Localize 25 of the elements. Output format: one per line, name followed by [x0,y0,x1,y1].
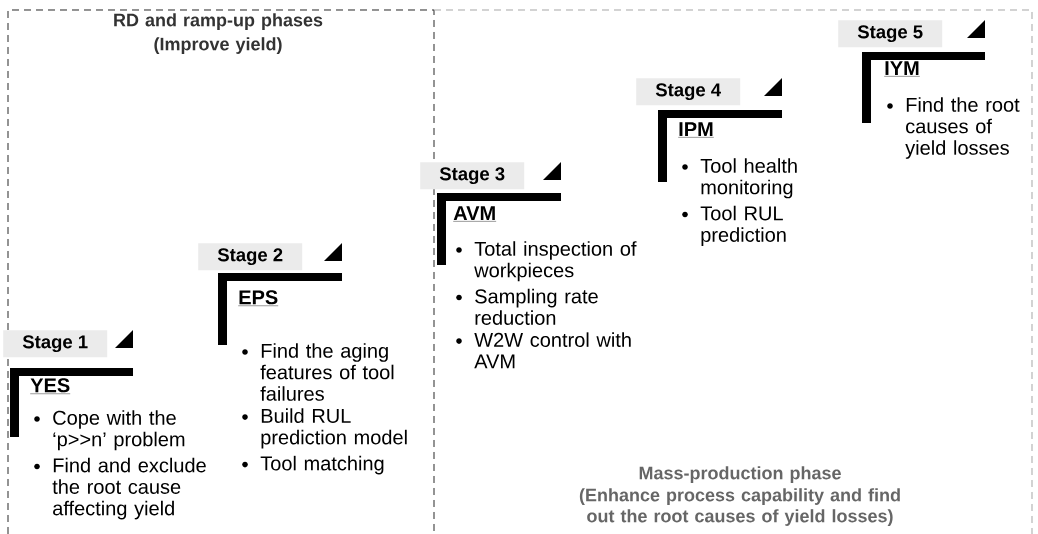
stage-tab: Stage 4 [636,78,741,106]
method-heading: EPS [238,290,279,306]
stage-tab: Stage 2 [198,243,303,271]
stage-tab: Stage 3 [420,162,525,190]
bullet-item: W2W control with AVM [474,332,631,369]
bullet-item: Find the root causes of yield losses [905,97,1020,159]
method-heading: AVM [453,206,497,222]
method-heading: IYM [884,61,920,77]
stage-tab: Stage 5 [838,20,943,48]
phase-title: RD and ramp-up phases [114,13,323,30]
phase-subtitle: (Improve yield) [154,37,282,54]
phase-subtitle: (Enhance process capability and find out the root causes of yield losses) [579,488,900,526]
bullet-item: Find and exclude the root cause affecting yield [52,457,206,520]
phase-title: Mass-production phase [639,466,841,483]
bullet-item: Tool matching [260,455,384,475]
bullet-item: Total inspection of workpieces [474,241,637,282]
method-heading: YES [30,378,71,394]
bullet-item: Build RUL prediction model [261,408,407,449]
method-heading: IPM [678,122,714,138]
stage-tab: Stage 1 [3,330,108,358]
bullet-item: Tool RUL prediction [700,205,786,246]
bullet-item: Find the aging features of tool failures [260,343,394,401]
bullet-item: Sampling rate reduction [475,288,598,325]
bullet-item: Tool health monitoring [700,158,797,199]
bullet-item: Cope with the ‘p>>n’ problem [53,410,185,451]
